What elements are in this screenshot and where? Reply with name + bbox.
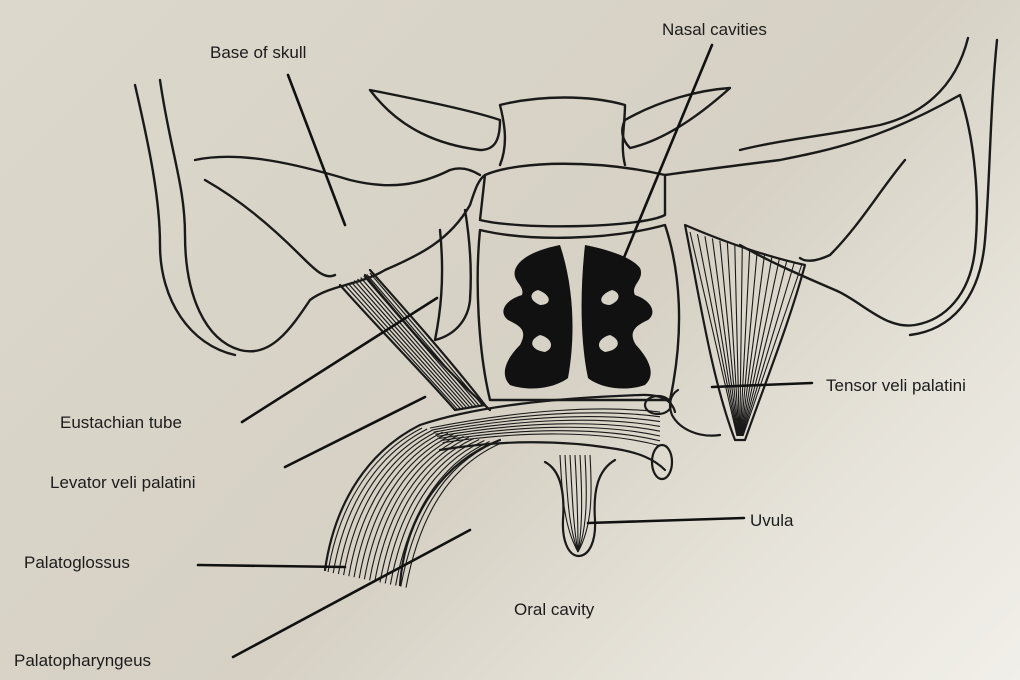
- muscle-fiber: [370, 273, 483, 406]
- skull-base-left-fossa: [205, 180, 335, 276]
- leader-uvula: [588, 518, 744, 523]
- leader-palatoglossus: [198, 565, 345, 567]
- leader-levator-veli-palatini: [285, 397, 425, 467]
- muscle-fiber: [396, 442, 490, 586]
- eustachian-tube-outline: [340, 270, 485, 410]
- left-orbit-loop: [370, 90, 500, 150]
- label-base-of-skull: Base of skull: [210, 44, 306, 61]
- palatopharyngeus-outline: [400, 440, 500, 585]
- skull-base-left-inner-edge: [195, 157, 480, 185]
- leader-eustachian-tube: [242, 298, 437, 422]
- skull-base-right-outline: [665, 95, 977, 326]
- muscle-fiber: [578, 455, 582, 552]
- muscle-fiber: [690, 232, 737, 436]
- right-orbit-loop: [622, 88, 730, 148]
- muscle-fiber: [712, 238, 738, 436]
- muscle-fiber: [348, 284, 461, 410]
- skull-base-right-outer-edge: [910, 40, 997, 335]
- eustachian-tube-striations: [345, 273, 483, 410]
- sphenoid-body: [480, 164, 665, 227]
- leader-base-of-skull: [288, 75, 345, 225]
- nasal-cavity-right: [582, 245, 653, 389]
- muscle-fiber: [439, 427, 660, 438]
- skull-base-right-fossa: [800, 160, 905, 261]
- label-uvula: Uvula: [750, 512, 793, 529]
- skull-base-left-outline: [160, 80, 485, 351]
- label-levator-veli-palatini: Levator veli palatini: [50, 474, 196, 491]
- leader-palatopharyngeus: [233, 530, 470, 657]
- soft-palate-lower-edge: [440, 442, 665, 470]
- muscle-fiber: [743, 262, 795, 436]
- muscle-fiber: [358, 279, 471, 408]
- label-eustachian-tube: Eustachian tube: [60, 414, 182, 431]
- muscle-fiber: [351, 282, 464, 409]
- skull-base-right-inner-edge: [740, 38, 968, 150]
- muscle-fiber: [364, 276, 477, 407]
- label-palatopharyngeus: Palatopharyngeus: [14, 652, 151, 669]
- muscle-fiber: [697, 234, 737, 436]
- label-oral-cavity: Oral cavity: [514, 601, 594, 618]
- muscle-fiber: [361, 278, 474, 408]
- label-tensor-veli-palatini: Tensor veli palatini: [826, 377, 966, 394]
- sphenoid-upper-crest: [500, 98, 625, 166]
- muscle-fiber: [354, 281, 467, 409]
- tensor-tendon-hook: [670, 390, 720, 436]
- label-nasal-cavities: Nasal cavities: [662, 21, 767, 38]
- muscle-fiber: [367, 275, 480, 407]
- nasal-cavity-left: [503, 245, 572, 389]
- soft-palate-striations: [430, 409, 660, 552]
- label-palatoglossus: Palatoglossus: [24, 554, 130, 571]
- muscle-fiber: [578, 455, 586, 552]
